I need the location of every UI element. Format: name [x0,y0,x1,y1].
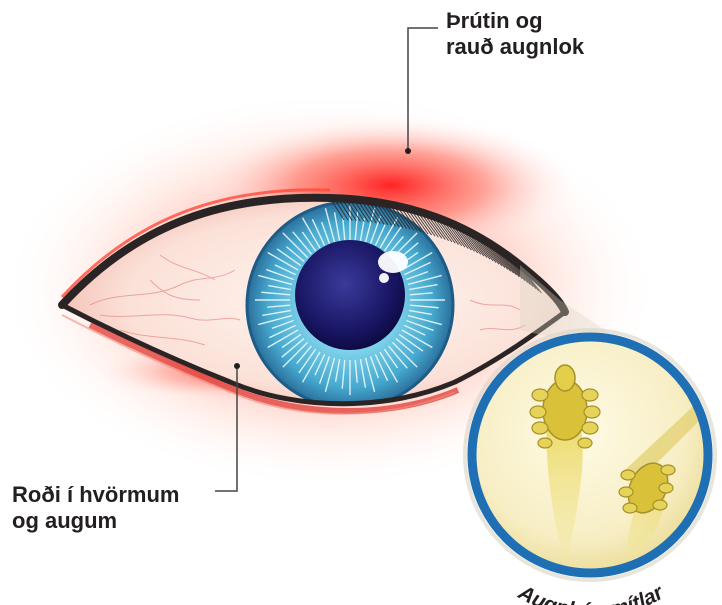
iris [247,202,453,408]
label-swollen-red-eyelids: Þrútin og rauð augnlok [446,8,584,60]
label-line: og augum [12,508,179,534]
magnifier-lens [465,330,715,580]
label-line: Þrútin og [446,8,584,34]
pupil-highlight [378,251,408,273]
label-line: rauð augnlok [446,34,584,60]
label-redness-corners: Roði í hvörmum og augum [12,482,179,534]
label-line: Roði í hvörmum [12,482,179,508]
mite-caption: Augnháramítlar [514,580,669,605]
